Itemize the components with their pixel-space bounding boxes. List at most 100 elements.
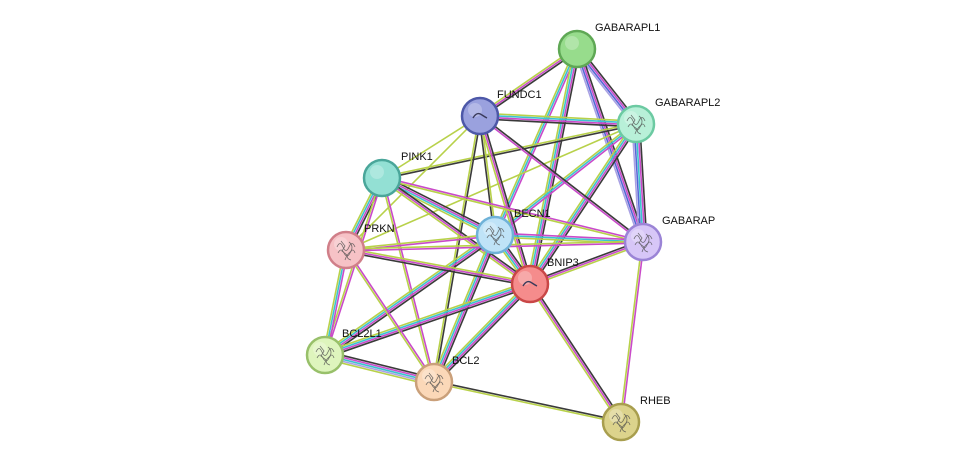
node-pink1[interactable]: PINK1 [362, 151, 433, 198]
edge-evidence-line [382, 124, 637, 180]
node-fundc1[interactable]: FUNDC1 [460, 89, 542, 136]
node-circle[interactable] [305, 335, 345, 375]
edge-evidence-line [635, 123, 644, 243]
edge-fundc1-prkn[interactable] [345, 115, 481, 251]
node-label: BNIP3 [547, 257, 579, 269]
node-circle[interactable] [326, 230, 366, 270]
edge-gabarapl2-fundc1[interactable] [479, 112, 637, 128]
edge-gabarapl2-bnip3[interactable] [526, 121, 640, 287]
node-circle[interactable] [475, 215, 515, 255]
edge-evidence-line [345, 115, 481, 251]
edge-bnip3-bcl2[interactable] [431, 281, 533, 385]
edge-gabarap-rheb[interactable] [619, 241, 645, 423]
edge-evidence-line [431, 281, 529, 381]
node-circle[interactable] [601, 402, 641, 442]
edge-evidence-line [432, 282, 530, 382]
edge-evidence-line [324, 282, 530, 355]
node-prkn[interactable]: PRKN [326, 223, 395, 270]
edge-evidence-line [382, 177, 436, 382]
edge-evidence-line [530, 282, 624, 422]
node-rheb[interactable]: RHEB [601, 395, 671, 442]
edge-evidence-line [495, 232, 644, 241]
node-label: GABARAPL1 [595, 22, 660, 34]
edge-evidence-line [478, 46, 577, 116]
node-circle[interactable] [460, 96, 500, 136]
edge-evidence-line [381, 122, 636, 178]
edge-fundc1-bcl2[interactable] [432, 115, 482, 383]
edge-bnip3-bcl2l1[interactable] [323, 280, 532, 359]
edge-evidence-line [480, 49, 579, 119]
node-circle[interactable] [362, 158, 402, 198]
node-highlight [565, 36, 579, 50]
edge-evidence-line [531, 125, 640, 287]
edge-evidence-line [529, 283, 622, 423]
edge-fundc1-bnip3[interactable] [477, 115, 533, 285]
edge-evidence-line [529, 239, 643, 283]
node-bnip3[interactable]: BNIP3 [510, 257, 579, 304]
edge-evidence-line [322, 232, 494, 354]
edge-fundc1-pink1[interactable] [381, 115, 481, 179]
edge-evidence-line [432, 115, 480, 382]
edge-evidence-line [527, 284, 621, 424]
node-gabarapl1[interactable]: GABARAPL1 [557, 22, 660, 69]
protein-structure-icon [611, 412, 631, 433]
node-circle[interactable] [414, 362, 454, 402]
node-circle[interactable] [616, 104, 656, 144]
edge-pink1-bnip3[interactable] [380, 175, 532, 287]
node-circle[interactable] [557, 29, 597, 69]
edge-bnip3-rheb[interactable] [527, 282, 624, 424]
protein-structure-icon [485, 225, 505, 246]
node-gabarapl2[interactable]: GABARAPL2 [616, 97, 720, 144]
protein-structure-icon [633, 232, 653, 253]
node-circle[interactable] [510, 264, 550, 304]
edge-evidence-line [346, 247, 531, 283]
node-label: PRKN [364, 223, 395, 235]
edge-evidence-line [496, 49, 580, 237]
edge-evidence-line [382, 174, 497, 234]
edge-bcl2-rheb[interactable] [433, 380, 622, 424]
edge-prkn-bcl2[interactable] [344, 249, 436, 383]
edge-evidence-line [382, 175, 532, 284]
edge-pink1-gabarap[interactable] [381, 176, 644, 244]
edge-evidence-line [345, 251, 530, 287]
edge-pink1-bcl2[interactable] [380, 177, 436, 383]
edge-evidence-line [434, 380, 622, 422]
edge-evidence-line [479, 115, 531, 285]
edge-evidence-line [381, 177, 531, 285]
edge-evidence-line [633, 124, 642, 243]
edge-gabarapl2-pink1[interactable] [381, 122, 637, 180]
edge-evidence-line [434, 116, 482, 383]
protein-structure-icon [424, 372, 444, 393]
node-label: PINK1 [401, 151, 433, 163]
edge-gabarapl1-fundc1[interactable] [478, 46, 579, 119]
edge-evidence-line [478, 116, 495, 236]
edge-evidence-line [529, 241, 644, 285]
node-bcl2l1[interactable]: BCL2L1 [305, 328, 382, 375]
node-circle[interactable] [623, 222, 663, 262]
edge-evidence-line [494, 123, 637, 236]
edge-evidence-line [528, 123, 636, 284]
edge-bnip3-prkn[interactable] [345, 247, 531, 287]
edge-evidence-line [480, 112, 637, 122]
edge-evidence-line [479, 48, 578, 117]
edge-evidence-line [638, 123, 648, 242]
edge-evidence-line [494, 236, 643, 245]
edge-evidence-line [477, 116, 529, 285]
node-label: GABARAPL2 [655, 97, 720, 109]
node-label: RHEB [640, 395, 671, 407]
node-becn1[interactable]: BECN1 [475, 208, 551, 255]
node-bcl2[interactable]: BCL2 [414, 355, 480, 402]
edge-fundc1-gabarap[interactable] [478, 114, 645, 244]
node-label: GABARAP [662, 215, 715, 227]
edge-evidence-line [530, 124, 638, 285]
edge-gabarapl2-gabarap[interactable] [631, 123, 648, 243]
edge-bnip3-gabarap[interactable] [529, 239, 644, 287]
edge-evidence-line [631, 124, 641, 243]
edge-evidence-line [382, 176, 644, 242]
edge-becn1-bcl2l1[interactable] [322, 232, 498, 358]
edge-evidence-line [637, 123, 646, 242]
edge-evidence-line [530, 243, 644, 287]
node-gabarap[interactable]: GABARAP [623, 215, 715, 262]
edge-becn1-gabarap[interactable] [494, 232, 644, 245]
